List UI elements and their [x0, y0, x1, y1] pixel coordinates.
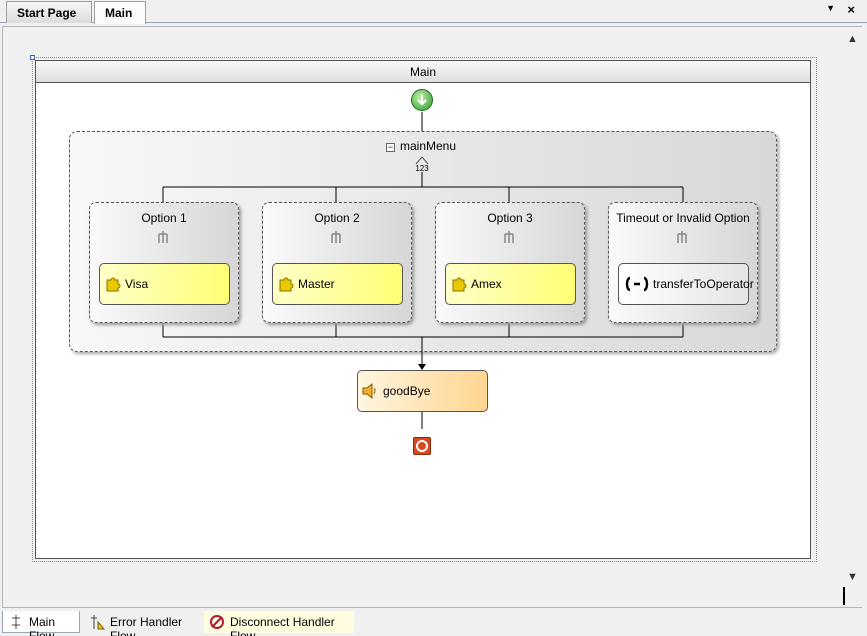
menu-name: mainMenu — [400, 139, 457, 153]
option-branch-3[interactable]: Option 3 Amex — [435, 202, 585, 323]
option-branch-2[interactable]: Option 2 Master — [262, 202, 412, 323]
scroll-down-icon[interactable]: ▼ — [847, 571, 858, 583]
flow-icon — [12, 615, 20, 629]
action-label: goodBye — [383, 384, 431, 398]
collapse-icon[interactable]: − — [386, 142, 395, 152]
tab-disconnect-handler-flow[interactable]: Disconnect Handler Flow — [204, 611, 354, 636]
selection-box — [30, 55, 817, 562]
stop-icon — [416, 440, 428, 452]
start-node-icon[interactable] — [411, 89, 433, 111]
action-label: Master — [298, 277, 335, 291]
vertical-scrollbar[interactable]: ▲ ▼ — [843, 27, 862, 607]
tab-label: Error Handler Flow — [110, 615, 183, 636]
goodbye-action-node[interactable]: goodBye — [357, 370, 488, 412]
tab-error-handler-flow[interactable]: Error Handler Flow — [84, 611, 202, 636]
svg-text:123: 123 — [415, 164, 429, 173]
tab-label: Disconnect Handler Flow — [230, 615, 335, 636]
flow-title: Main — [36, 61, 810, 83]
tab-main[interactable]: Main — [94, 1, 146, 24]
arrow-down-icon — [417, 94, 427, 106]
phone-transfer-icon — [625, 276, 649, 292]
close-icon[interactable]: × — [847, 2, 855, 17]
action-node[interactable]: Amex — [445, 263, 576, 305]
option-branch-1[interactable]: Option 1 Visa — [89, 202, 239, 323]
document-tab-strip: Start Page Main ▼ × — [0, 0, 867, 24]
flow-tab-strip: Main Flow Error Handler Flow Disconnect … — [0, 610, 867, 636]
tab-main-flow[interactable]: Main Flow — [2, 611, 80, 636]
tab-start-page[interactable]: Start Page — [6, 1, 92, 23]
scroll-position-marker[interactable] — [843, 587, 845, 605]
branch-icon — [331, 231, 341, 243]
error-flow-icon — [91, 615, 105, 630]
option-label: Option 1 — [141, 211, 187, 225]
end-node-icon[interactable] — [413, 437, 431, 455]
tab-label: Main Flow — [29, 615, 56, 636]
branch-icon — [158, 231, 168, 243]
chevron-down-icon[interactable]: ▼ — [826, 3, 835, 13]
option-label: Option 3 — [487, 211, 533, 225]
action-node[interactable]: transferToOperator — [618, 263, 754, 305]
scroll-up-icon[interactable]: ▲ — [847, 33, 858, 45]
puzzle-icon — [452, 277, 467, 292]
disconnect-icon — [210, 615, 224, 629]
action-node[interactable]: Visa — [99, 263, 230, 305]
branch-icon — [677, 231, 687, 243]
branch-icon — [504, 231, 514, 243]
menu-title[interactable]: −mainMenu — [386, 139, 456, 153]
selection-handle[interactable] — [30, 55, 35, 60]
action-node[interactable]: Master — [272, 263, 403, 305]
speaker-icon — [362, 382, 376, 400]
option-branch-timeout[interactable]: Timeout or Invalid Option transferToOper… — [608, 202, 758, 323]
puzzle-icon — [106, 277, 121, 292]
option-label: Timeout or Invalid Option — [616, 211, 750, 225]
action-label: Amex — [471, 277, 502, 291]
action-label: Visa — [125, 277, 149, 291]
menu-icon: 123 — [415, 156, 429, 173]
action-label: transferToOperator — [653, 277, 754, 291]
puzzle-icon — [279, 277, 294, 292]
option-label: Option 2 — [314, 211, 360, 225]
